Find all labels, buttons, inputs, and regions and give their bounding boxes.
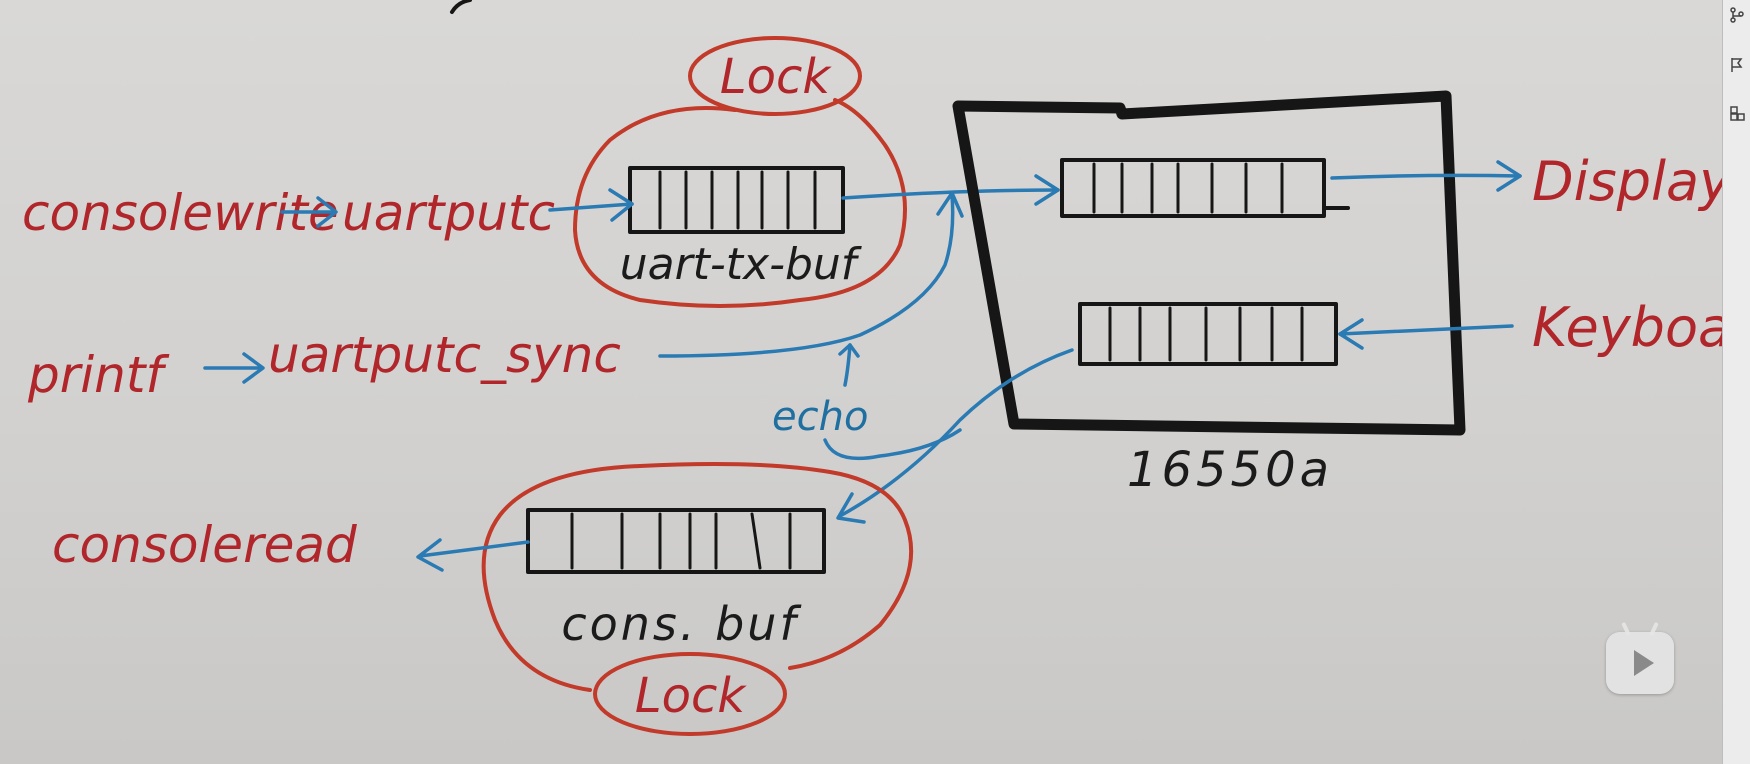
flag-icon[interactable]	[1727, 56, 1747, 76]
chip-rx-queue	[1078, 302, 1338, 366]
cons-buf-queue	[526, 508, 826, 574]
branch-icon[interactable]	[1727, 6, 1747, 26]
uartputc-label: uartputc	[342, 184, 555, 242]
lock-oval-top	[688, 36, 862, 116]
arrow-uartputc-txbuf	[548, 188, 634, 222]
arrow-txbuf-chip	[841, 174, 1060, 206]
chip-label: 16550a	[1127, 442, 1333, 498]
lock-label-bottom: Lock	[635, 668, 748, 724]
arrow-uartputcsync-chip	[658, 191, 964, 358]
echo-label: echo	[772, 394, 868, 440]
display-label: Display	[1532, 150, 1722, 213]
uartputc-sync-label: uartputc_sync	[268, 326, 621, 384]
arrow-printf-uartputcsync	[203, 352, 265, 384]
lock-boundary-bottom	[481, 462, 914, 692]
uart-tx-buf-queue	[628, 166, 845, 234]
printf-label: printf	[27, 346, 169, 404]
lock-oval-bottom	[593, 652, 787, 736]
cons-buf-label: cons. buf	[561, 597, 801, 651]
lock-boundary-top	[573, 98, 907, 308]
arrow-consbuf-consoleread	[416, 538, 530, 572]
chip-16550a-box	[952, 90, 1466, 436]
arrow-keyboard-chip	[1338, 318, 1514, 350]
play-icon	[1634, 650, 1654, 676]
lock-label-top: Lock	[720, 49, 833, 105]
stray-mark	[450, 0, 472, 14]
side-toolbar	[1722, 0, 1750, 764]
arrow-chip-consbuf	[836, 348, 1074, 524]
uart-tx-buf-label: uart-tx-buf	[620, 239, 863, 290]
play-button[interactable]	[1606, 621, 1674, 694]
arrow-consolewrite-uartputc	[280, 196, 338, 228]
chip-tx-queue	[1060, 158, 1350, 218]
arrow-chip-display	[1330, 160, 1522, 192]
consoleread-label: consoleread	[52, 516, 357, 574]
layers-icon[interactable]	[1727, 104, 1747, 124]
keyboard-label: Keyboa	[1532, 296, 1722, 359]
